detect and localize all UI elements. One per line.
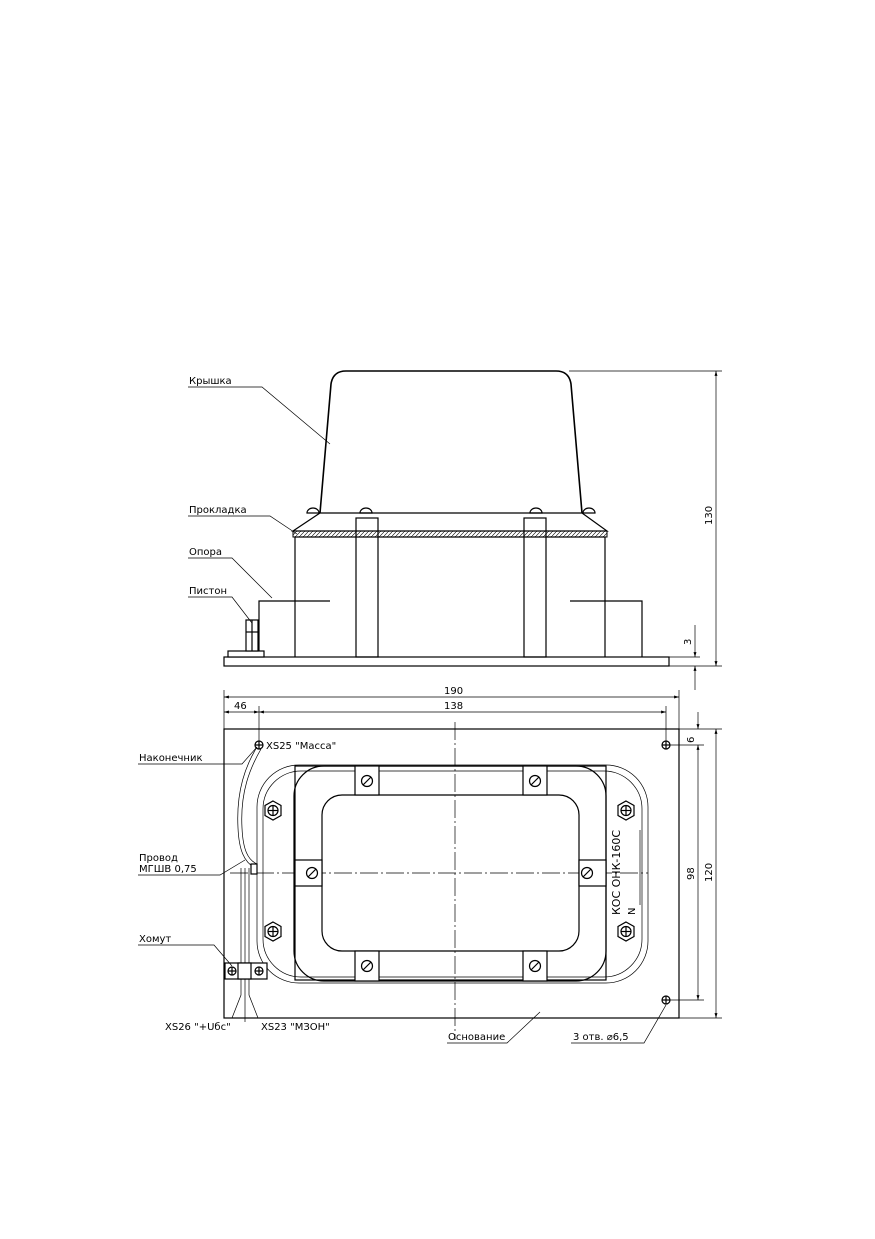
label-model-2: N [627, 908, 638, 915]
dim-height-holes: 98 [686, 867, 697, 880]
side-column-left [355, 517, 379, 658]
side-flange [291, 512, 609, 532]
leader-support [188, 557, 273, 599]
leader-terminal-tip [138, 746, 258, 765]
side-screws [306, 507, 596, 514]
leader-cover [188, 386, 331, 445]
side-body [294, 536, 606, 657]
plan-mount-holes [254, 740, 671, 1005]
label-xs23: XS23 "МЗОН" [261, 1022, 330, 1033]
plan-view: Наконечник Провод МГШВ 0,75 Хомут Основа… [138, 686, 722, 1044]
plan-wire [237, 746, 258, 869]
plan-brackets [294, 765, 607, 982]
label-base: Основание [448, 1032, 505, 1043]
side-gasket [292, 530, 608, 538]
side-support-right [570, 600, 643, 657]
plan-cover-outer [293, 765, 607, 982]
leader-gasket [188, 515, 298, 535]
dim-offset-top: 6 [686, 737, 697, 743]
leader-base [447, 1011, 541, 1044]
dim-height-total-plan: 120 [704, 863, 715, 882]
side-view: Крышка Прокладка Опора Пистон 130 3 [188, 370, 722, 690]
label-wire-2: МГШВ 0,75 [139, 864, 197, 875]
dim-width-total: 190 [444, 686, 463, 697]
dim-base-thickness: 3 [683, 639, 694, 645]
side-base-plate [223, 656, 670, 667]
label-xs25: XS25 "Масса" [266, 741, 336, 752]
leader-wire [138, 859, 246, 876]
label-cover: Крышка [189, 376, 232, 387]
label-terminal-tip: Наконечник [139, 753, 202, 764]
dim-height-total: 130 [704, 506, 715, 525]
label-wire-1: Провод [139, 853, 178, 864]
dim-offset-left: 46 [234, 701, 247, 712]
leader-piston [188, 596, 253, 624]
label-clamp: Хомут [139, 934, 171, 945]
plan-screws [305, 774, 594, 973]
leader-holes [571, 1004, 667, 1044]
label-holes: 3 отв. ⌀6,5 [573, 1032, 629, 1043]
plan-wire-ends [231, 979, 259, 1022]
plan-hex-bolts [264, 800, 635, 942]
side-support-left [258, 600, 330, 657]
side-piston [227, 619, 265, 658]
label-gasket: Прокладка [189, 505, 247, 516]
label-xs26: XS26 "+Uбс" [165, 1022, 231, 1033]
label-support: Опора [189, 547, 222, 558]
side-column-right [523, 517, 547, 658]
plan-base [223, 728, 680, 1019]
label-piston: Пистон [189, 586, 227, 597]
dim-width-holes: 138 [444, 701, 463, 712]
leader-clamp [138, 944, 233, 967]
plan-clamp [224, 962, 268, 980]
side-cover [319, 370, 583, 514]
label-model-1: КОС ОНК-160С [610, 830, 623, 915]
